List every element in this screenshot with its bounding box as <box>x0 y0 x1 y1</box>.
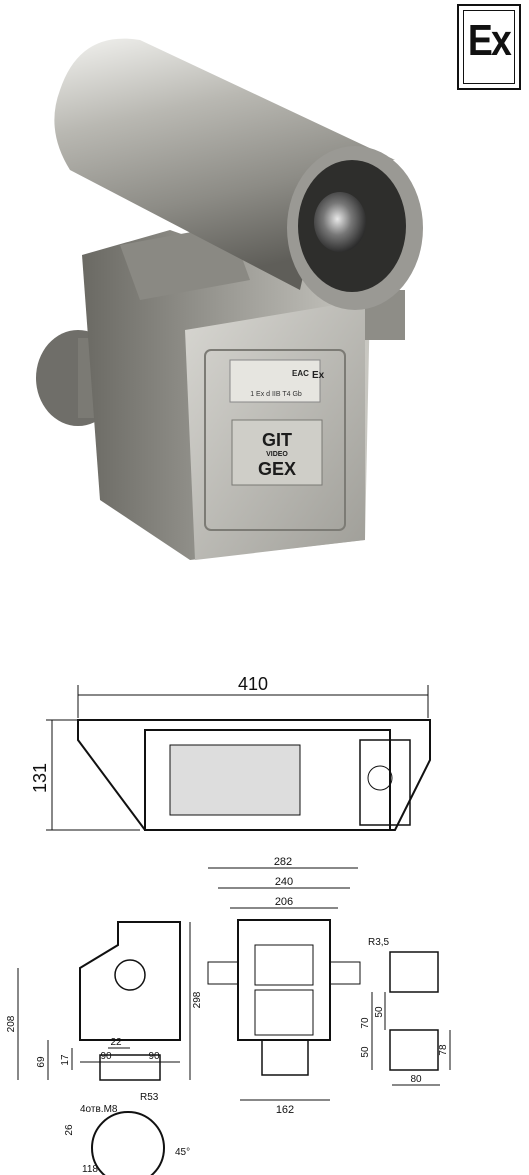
dim-208: 208 <box>6 1015 17 1032</box>
dim-410: 410 <box>238 674 268 694</box>
dim-17: 17 <box>60 1054 71 1066</box>
brand-plate <box>231 419 323 486</box>
dim-131: 131 <box>30 763 50 793</box>
ex-badge-text: Ex <box>467 16 512 65</box>
front-panel-upper <box>254 944 314 986</box>
dim-162: 162 <box>276 1104 294 1116</box>
dim-69: 69 <box>36 1056 47 1068</box>
dim-22: 22 <box>110 1037 122 1048</box>
base-view: 4отв.M8 R53 26 118 45° <box>64 1092 190 1175</box>
dim-90-left: 90 <box>100 1051 112 1062</box>
side-body <box>144 729 391 831</box>
camera-housing-photo: 1 Ex d IIB T4 Gb EAC Ex GIT VIDEO GEX <box>36 38 423 560</box>
dim-50-upper: 50 <box>374 1006 385 1018</box>
ex-plate-mark: Ex <box>312 370 325 381</box>
brand-logo-git: GIT <box>262 430 292 450</box>
base-angle-label: 45° <box>175 1147 190 1158</box>
side-camera-module <box>169 744 301 816</box>
front-view: 282 240 206 162 <box>207 856 361 1116</box>
dim-240: 240 <box>275 876 293 888</box>
dim-70: 70 <box>360 1017 371 1029</box>
dim-90-right: 90 <box>148 1051 160 1062</box>
base-flange <box>91 1111 165 1175</box>
ex-badge-inner-frame <box>463 10 515 84</box>
front-panel-lower <box>254 989 314 1036</box>
panel-frame <box>204 349 346 531</box>
dim-80: 80 <box>410 1074 422 1085</box>
side-view: 410 131 <box>30 674 431 831</box>
slot-view: R3,5 70 50 50 78 80 <box>360 937 451 1086</box>
ex-certification-badge: Ex <box>457 4 521 90</box>
base-r53-label: R53 <box>140 1092 159 1103</box>
info-plate <box>229 359 321 403</box>
dim-298: 298 <box>192 991 203 1008</box>
brand-logo-video: VIDEO <box>266 451 288 458</box>
side-outline <box>77 719 431 831</box>
base-holes-label: 4отв.M8 <box>80 1104 118 1115</box>
technical-drawings: 410 131 282 240 206 162 208 298 2 <box>6 674 451 1175</box>
info-plate-text: 1 Ex d IIB T4 Gb <box>250 391 302 398</box>
eac-mark: EAC <box>292 369 309 378</box>
base-dim-118: 118 <box>82 1164 98 1175</box>
dim-282: 282 <box>274 856 292 868</box>
left-view: 208 298 22 90 90 69 17 <box>6 921 203 1081</box>
dim-50-lower: 50 <box>360 1046 371 1058</box>
dim-78: 78 <box>438 1044 449 1056</box>
left-body <box>79 921 181 1041</box>
dim-206: 206 <box>275 896 293 908</box>
brand-model-gex: GEX <box>258 459 296 479</box>
front-body <box>237 919 331 1041</box>
camera-lens <box>314 192 366 252</box>
dim-r35: R3,5 <box>368 937 390 948</box>
base-dim-26: 26 <box>64 1124 75 1136</box>
